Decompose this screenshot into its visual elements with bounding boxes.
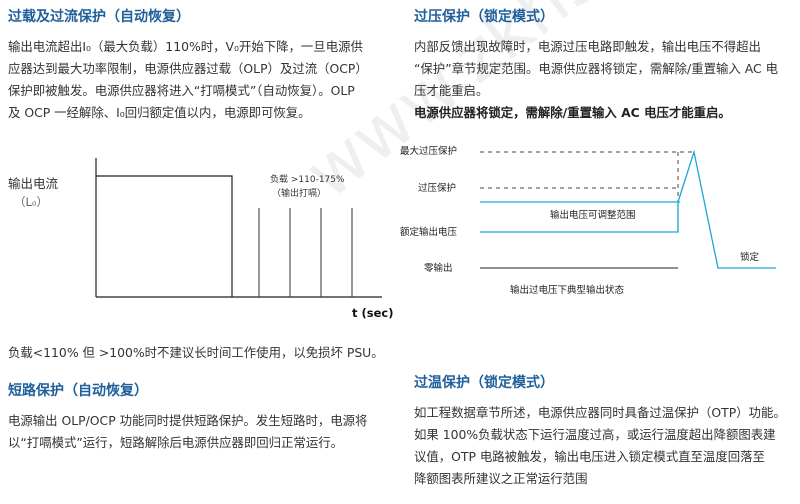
chart-ylabel-unit: （L₀） (14, 195, 48, 209)
chart-annotation: （输出打嗝） (272, 187, 326, 199)
overload-note-text: 负载<110% 但 >100%时不建议长时间工作使用，以免损坏 PSU。 (8, 345, 384, 360)
overload-line: 输出电流超出I₀（最大负载）110%时，V₀开始下降，一旦电源供 (8, 39, 363, 54)
overload-text: 输出电流超出I₀（最大负载）110%时，V₀开始下降，一旦电源供 应器达到最大功… (8, 36, 368, 124)
overload-title: 过载及过流保护（自动恢复） (8, 9, 190, 25)
short-circuit-title: 短路保护（自动恢复） (8, 383, 148, 399)
ovp-chart: 最大过压保护 过压保护 额定输出电压 零输出 输出电压可调整范围 锁定 输出过电… (400, 145, 776, 296)
hiccup-chart: 输出电流 （L₀） 负载 >110-175% （输出打嗝） t (sec) (8, 158, 393, 320)
overload-line: 及 OCP 一经解除、I₀回归额定值以内，电源即可恢复。 (8, 105, 311, 120)
overvoltage-line: 内部反馈出现故障时，电源过压电路即触发，输出电压不得超出 (414, 39, 761, 54)
overload-line: 保护即被触发。电源供应器将进入“打嗝模式”（自动恢复）。OLP (8, 83, 355, 98)
overvoltage-line: 压才能重启。 (414, 83, 489, 98)
overtemp-text: 如工程数据章节所述，电源供应器同时具备过温保护（OTP）功能。 如果 100%负… (414, 402, 786, 490)
overtemp-title: 过温保护（锁定模式） (414, 375, 554, 391)
overvoltage-line: “保护”章节规定范围。电源供应器将锁定，需解除/重置输入 AC 电 (414, 61, 778, 76)
rated-output-line (480, 202, 679, 233)
overtemp-line: 降额图表所建议之正常运行范围 (414, 471, 588, 486)
overvoltage-text: 内部反馈出现故障时，电源过压电路即触发，输出电压不得超出 “保护”章节规定范围。… (414, 36, 778, 102)
overtemp-line: 如果 100%负载状态下运行温度过高，或运行温度超出降额图表建 (414, 427, 776, 442)
overload-note: 负载<110% 但 >100%时不建议长时间工作使用，以免损坏 PSU。 (8, 342, 384, 364)
chart-ylabel: 输出电流 (8, 176, 59, 191)
chart-current-level (96, 175, 233, 297)
ovp-event-line (677, 149, 776, 269)
label-adjust-range: 输出电压可调整范围 (550, 209, 636, 221)
short-circuit-line: 以“打嗝模式”运行，短路解除后电源供应器即回归正常运行。 (8, 435, 343, 450)
short-circuit-text: 电源输出 OLP/OCP 功能同时提供短路保护。发生短路时，电源将 以“打嗝模式… (8, 410, 367, 454)
overvoltage-bold-line: 电源供应器将锁定，需解除/重置输入 AC 电压才能重启。 (414, 105, 731, 120)
overvoltage-title: 过压保护（锁定模式） (414, 9, 554, 25)
overvoltage-bold-text: 电源供应器将锁定，需解除/重置输入 AC 电压才能重启。 (414, 102, 731, 124)
label-lock: 锁定 (740, 251, 760, 263)
chart-xlabel: t (sec) (352, 306, 393, 320)
chart-caption: 输出过电压下典型输出状态 (510, 284, 625, 296)
label-max-ovp: 最大过压保护 (400, 145, 457, 157)
chart-annotation: 负载 >110-175% (270, 173, 345, 185)
label-rated-output: 额定输出电压 (400, 226, 458, 238)
overload-line: 应器达到最大功率限制，电源供应器过载（OLP）及过流（OCP） (8, 61, 368, 76)
label-ovp: 过压保护 (418, 182, 456, 194)
short-circuit-line: 电源输出 OLP/OCP 功能同时提供短路保护。发生短路时，电源将 (8, 413, 368, 428)
overtemp-line: 如工程数据章节所述，电源供应器同时具备过温保护（OTP）功能。 (414, 405, 786, 420)
label-zero-output: 零输出 (424, 262, 453, 274)
overtemp-line: 议值，OTP 电路被触发，输出电压进入锁定模式直至温度回落至 (414, 449, 765, 464)
